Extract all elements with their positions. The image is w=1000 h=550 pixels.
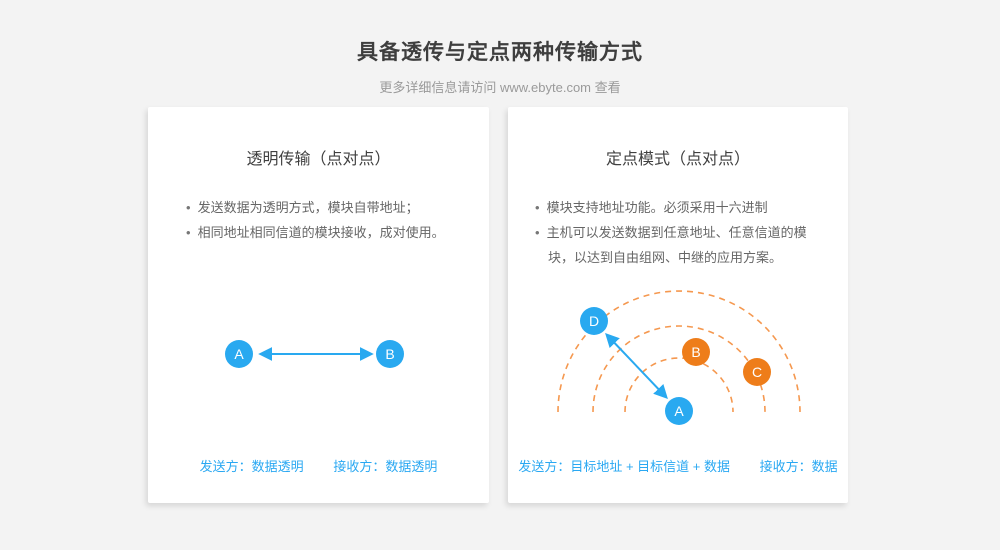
fixed-point-mode-diagram: D B C A: [557, 290, 801, 425]
transparent-card-bullets: 发送数据为透明方式，模块自带地址； 相同地址相同信道的模块接收，成对使用。: [148, 195, 489, 245]
signal-arc-outer: [557, 290, 801, 413]
card-fixed-point-mode: 定点模式（点对点） 模块支持地址功能。必须采用十六进制 主机可以发送数据到任意地…: [508, 107, 848, 503]
bullet-item: 模块支持地址功能。必须采用十六进制: [535, 195, 830, 220]
node-a-circle: [665, 397, 693, 425]
transparent-card-title: 透明传输（点对点）: [246, 151, 391, 168]
fixed-card-bullets: 模块支持地址功能。必须采用十六进制 主机可以发送数据到任意地址、任意信道的模块，…: [508, 195, 848, 270]
cards-container: 透明传输（点对点） 发送数据为透明方式，模块自带地址； 相同地址相同信道的模块接…: [148, 107, 848, 503]
node-a-label: A: [234, 346, 244, 362]
receiver-info: 接收方：数据透明: [333, 459, 438, 474]
fixed-card-footer: 发送方：目标地址 + 目标信道 + 数据 接收方：数据: [508, 456, 848, 475]
page-subtitle: 更多详细信息请访问 www.ebyte.com 查看: [379, 80, 621, 95]
card-transparent-transmission: 透明传输（点对点） 发送数据为透明方式，模块自带地址； 相同地址相同信道的模块接…: [148, 107, 489, 503]
bullet-item: 相同地址相同信道的模块接收，成对使用。: [186, 220, 471, 245]
bullet-item: 主机可以发送数据到任意地址、任意信道的模块，以达到自由组网、中继的应用方案。: [535, 220, 830, 270]
node-b-label: B: [691, 344, 700, 360]
sender-info: 发送方：数据透明: [199, 459, 304, 474]
node-a-label: A: [674, 403, 684, 419]
fixed-card-title: 定点模式（点对点）: [605, 151, 750, 168]
node-b-circle: [376, 340, 404, 368]
node-d-circle: [580, 307, 608, 335]
node-c-circle: [743, 358, 771, 386]
node-b-circle: [682, 338, 710, 366]
receiver-info: 接收方：数据: [759, 459, 838, 474]
node-a-circle: [225, 340, 253, 368]
signal-arc-middle: [592, 325, 766, 413]
sender-info: 发送方：目标地址 + 目标信道 + 数据: [518, 459, 730, 474]
bullet-item: 发送数据为透明方式，模块自带地址；: [186, 195, 471, 220]
node-c-label: C: [752, 364, 762, 380]
transparent-card-footer: 发送方：数据透明 接收方：数据透明: [148, 456, 489, 475]
page-title: 具备透传与定点两种传输方式: [357, 41, 643, 64]
bidirectional-arrow: [605, 332, 668, 400]
transparent-transmission-diagram: A B: [225, 340, 404, 368]
node-d-label: D: [589, 313, 599, 329]
node-b-label: B: [385, 346, 394, 362]
